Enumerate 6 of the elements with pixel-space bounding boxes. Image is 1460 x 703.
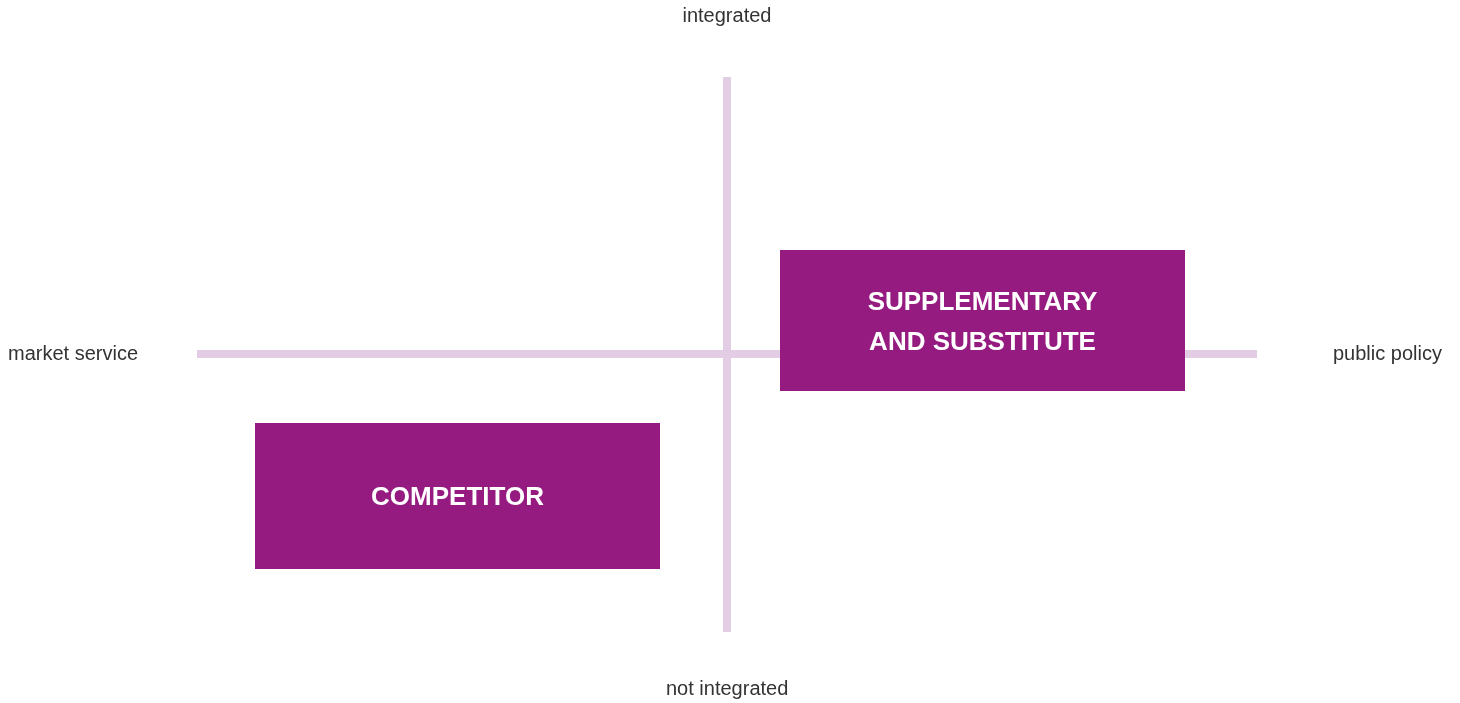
axis-label: integrated: [682, 4, 772, 27]
category-box: COMPETITOR: [255, 423, 660, 569]
category-box: SUPPLEMENTARY AND SUBSTITUTE: [780, 250, 1185, 391]
axis-label: market service: [8, 342, 139, 365]
axis-label: not integrated: [666, 677, 789, 700]
axis-label: public policy: [1333, 342, 1442, 365]
